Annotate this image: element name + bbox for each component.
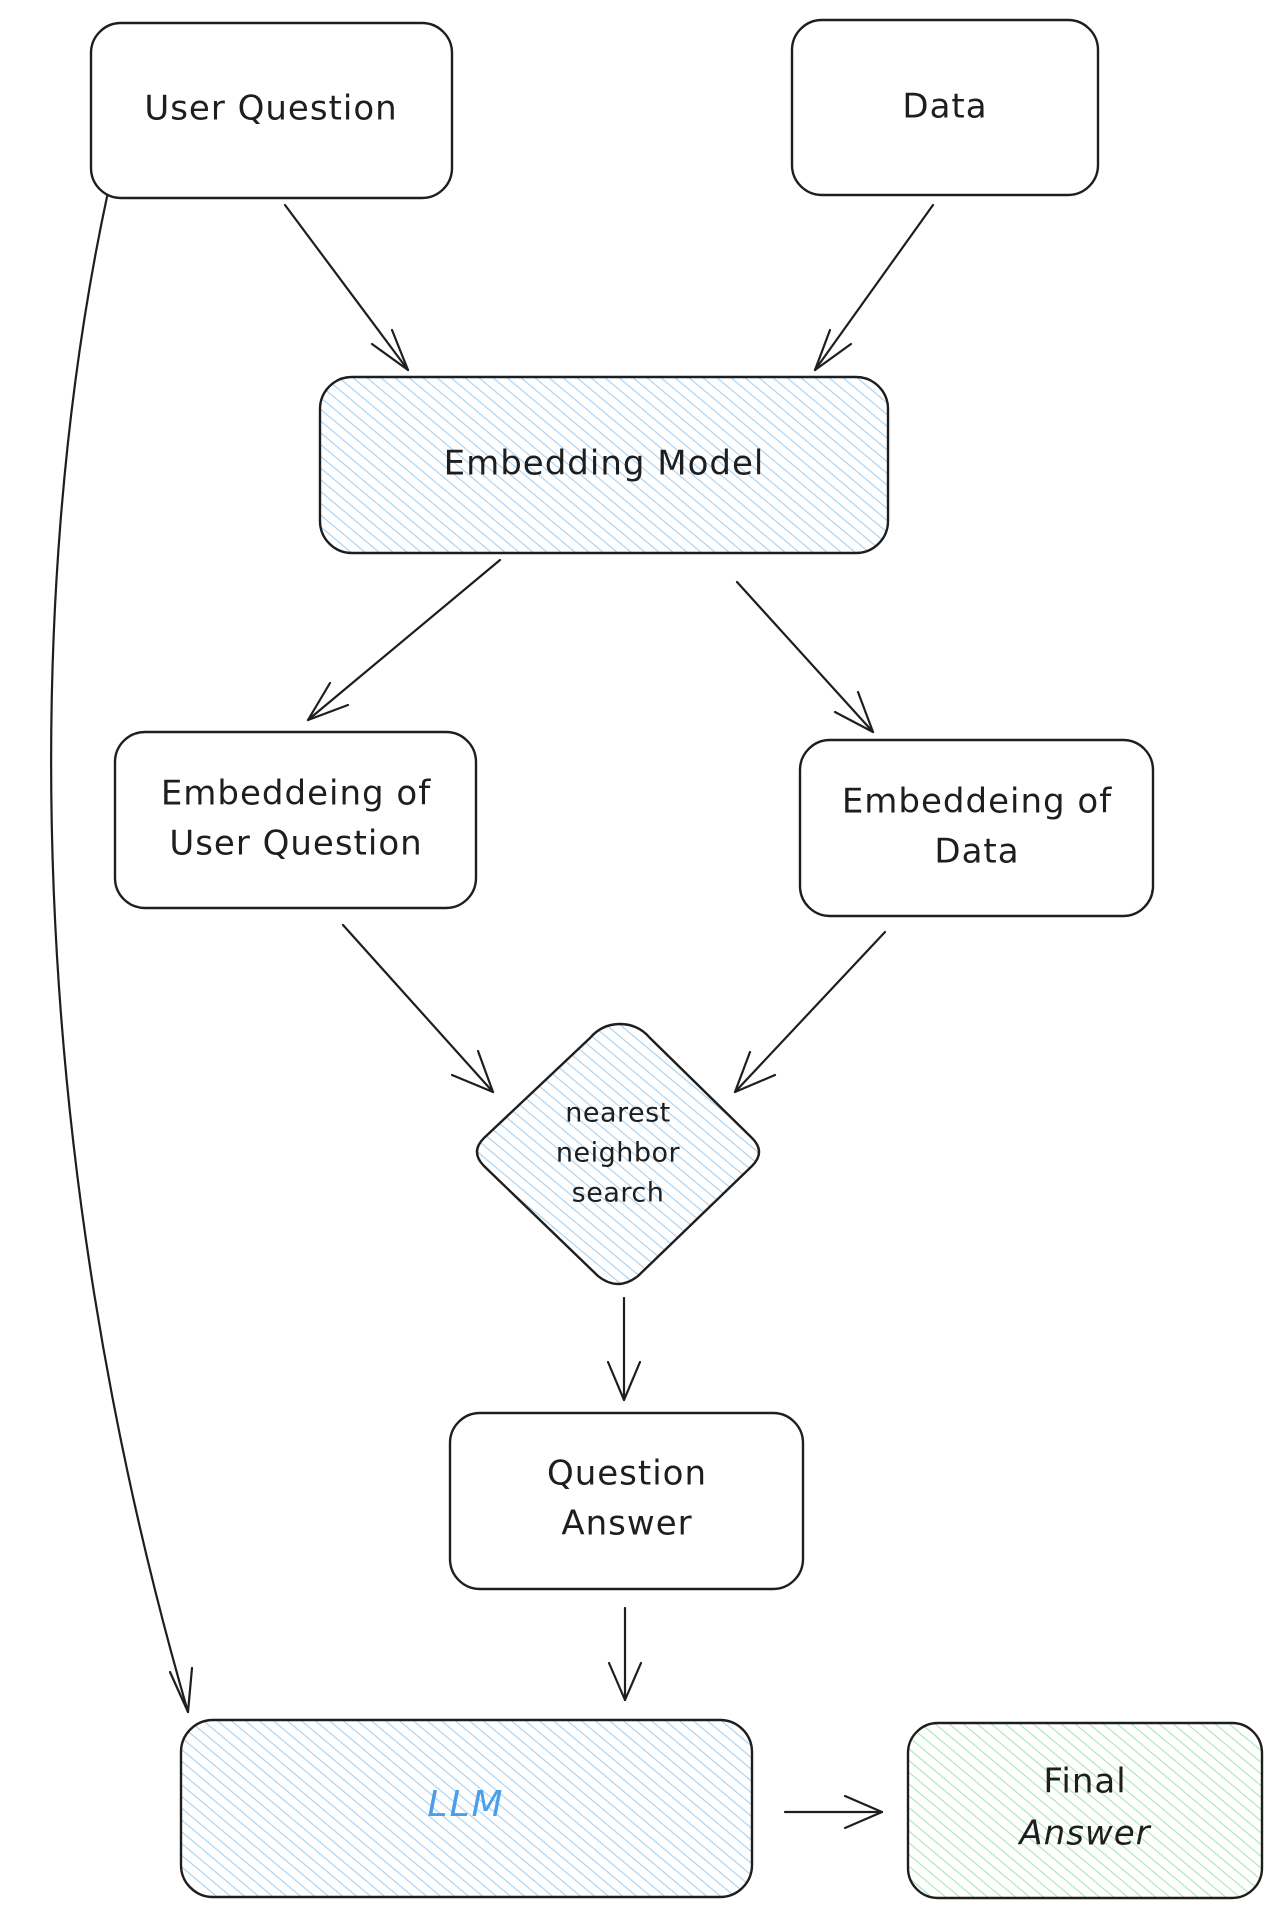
node-llm[interactable]: LLM (179, 1718, 754, 1899)
edge-user-question-to-embedding-model (283, 203, 410, 372)
node-data[interactable]: Data (790, 18, 1100, 197)
node-embedding-user-question-line1: Embeddeing of (161, 774, 431, 814)
edges (50, 190, 935, 1830)
edge-question-answer-to-llm (607, 1606, 643, 1702)
edge-embedding-model-to-emb-data (735, 580, 875, 734)
node-llm-label: LLM (427, 1784, 504, 1825)
node-final-answer-line1: Final (1043, 1762, 1126, 1802)
node-embedding-model[interactable]: Embedding Model (318, 375, 890, 555)
node-embedding-model-label: Embedding Model (444, 444, 765, 484)
edge-llm-to-final-answer (783, 1794, 884, 1830)
node-final-answer[interactable]: Final Answer (906, 1721, 1264, 1900)
edge-emb-data-to-nearest-neighbor (733, 930, 887, 1094)
node-nearest-neighbor-search[interactable]: nearest neighbor search (475, 1022, 761, 1286)
edge-data-to-embedding-model (813, 203, 935, 372)
node-final-answer-line2: Answer (1017, 1814, 1151, 1854)
edge-embedding-model-to-emb-user-question (306, 558, 502, 722)
edge-emb-user-question-to-nearest-neighbor (341, 923, 495, 1094)
node-embedding-data-line1: Embeddeing of (842, 782, 1112, 822)
edge-user-question-to-llm (50, 190, 194, 1714)
node-embedding-data-line2: Data (934, 832, 1019, 872)
node-embedding-data[interactable]: Embeddeing of Data (798, 738, 1155, 918)
node-question-answer-line2: Answer (561, 1504, 692, 1544)
node-user-question-label: User Question (144, 89, 397, 129)
node-embedding-user-question-line2: User Question (169, 824, 422, 864)
node-user-question[interactable]: User Question (89, 21, 454, 200)
node-data-label: Data (902, 87, 987, 127)
node-nearest-neighbor-line1: nearest (565, 1098, 671, 1129)
node-embedding-user-question[interactable]: Embeddeing of User Question (113, 730, 478, 910)
node-question-answer-line1: Question (547, 1454, 707, 1494)
node-question-answer[interactable]: Question Answer (448, 1411, 805, 1591)
node-nearest-neighbor-line2: neighbor (556, 1138, 681, 1169)
node-nearest-neighbor-line3: search (572, 1178, 665, 1209)
edge-nearest-neighbor-to-question-answer (606, 1296, 642, 1402)
